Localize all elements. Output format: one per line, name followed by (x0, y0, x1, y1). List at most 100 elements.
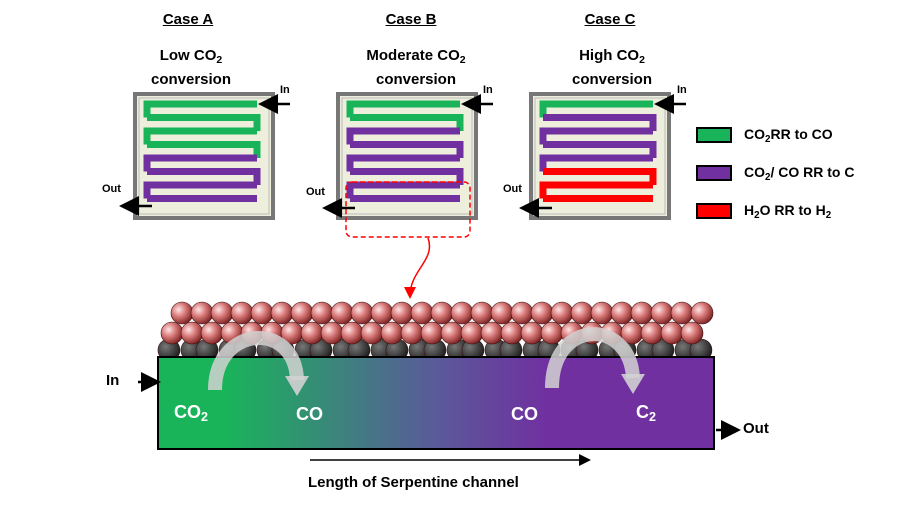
serpentine-segment (147, 141, 261, 158)
case-a-out-label: Out (102, 183, 121, 195)
serpentine-segment (543, 168, 657, 185)
serpentine-segment (143, 100, 257, 118)
catalyst-particle (160, 321, 184, 345)
catalyst-particle (640, 321, 664, 345)
catalyst-particle (320, 321, 344, 345)
catalyst-particle (170, 301, 194, 325)
plate-case-a (133, 92, 275, 220)
catalyst-particle (530, 301, 554, 325)
serpentine-segment (346, 127, 460, 145)
case-c-in-label: In (677, 84, 687, 96)
catalyst-particle (520, 321, 544, 345)
catalyst-particle (500, 321, 524, 345)
catalyst-particle (340, 321, 364, 345)
catalyst-particle (230, 301, 254, 325)
serpentine-segment (143, 181, 257, 199)
case-b-title: Case B (385, 11, 437, 28)
catalyst-particle (490, 301, 514, 325)
catalyst-particle (660, 321, 684, 345)
zoom-highlight-box (345, 181, 471, 238)
catalyst-particle (290, 301, 314, 325)
reaction-arrow-right (545, 327, 640, 389)
catalyst-particle (370, 301, 394, 325)
serpentine-segment (539, 181, 653, 199)
catalyst-particle (300, 321, 324, 345)
catalyst-particle (650, 301, 674, 325)
zoom-pointer-arrow (404, 237, 431, 299)
serpentine-segment (350, 168, 464, 185)
legend-label-co2rr-to-co: CO2 RR to CO (744, 126, 833, 145)
catalyst-particle (450, 301, 474, 325)
catalyst-particle (590, 301, 614, 325)
catalyst-particle (540, 321, 564, 345)
legend-label-co2-co-rr-to-c: CO2 / CO RR to C (744, 164, 855, 183)
reaction-arrow-left (208, 330, 304, 391)
catalyst-particle (670, 301, 694, 325)
serpentine-segment (143, 127, 257, 145)
catalyst-particles (157, 301, 714, 362)
catalyst-particle (210, 301, 234, 325)
catalyst-particle (460, 321, 484, 345)
serpentine-segment (147, 168, 261, 185)
catalyst-particle (630, 301, 654, 325)
serpentine-segment (147, 114, 261, 131)
legend-swatch-green (696, 127, 732, 143)
serpentine-segment (539, 127, 653, 145)
catalyst-particle (430, 301, 454, 325)
channel-out-label: Out (743, 420, 769, 437)
catalyst-particle (680, 321, 704, 345)
species-co-left: CO (296, 404, 323, 424)
case-c-title: Case C (584, 11, 636, 28)
plate-case-b (336, 92, 478, 220)
serpentine-segment (346, 100, 460, 118)
catalyst-particle (180, 321, 204, 345)
case-b-in-label: In (483, 84, 493, 96)
catalyst-particle (690, 301, 714, 325)
serpentine-segment (346, 154, 460, 172)
serpentine-segment (143, 154, 257, 172)
case-a-in-label: In (280, 84, 290, 96)
catalyst-particle (480, 321, 504, 345)
species-c2: C2 (636, 402, 657, 424)
catalyst-particle (330, 301, 354, 325)
catalyst-particle (610, 301, 634, 325)
legend-swatch-purple (696, 165, 732, 181)
serpentine-segment (539, 154, 653, 172)
catalyst-particle (550, 301, 574, 325)
legend-swatch-red (696, 203, 732, 219)
catalyst-particle (190, 301, 214, 325)
case-a-title: Case A (162, 11, 214, 28)
catalyst-particle (400, 321, 424, 345)
catalyst-particle (510, 301, 534, 325)
plate-case-c (529, 92, 671, 220)
catalyst-particle (470, 301, 494, 325)
catalyst-particle (390, 301, 414, 325)
case-b-out-label: Out (306, 186, 325, 198)
catalyst-particle (360, 321, 384, 345)
catalyst-particle (570, 301, 594, 325)
catalyst-particle (380, 321, 404, 345)
serpentine-segment (539, 100, 653, 118)
case-c-out-label: Out (503, 183, 522, 195)
channel-in-label: In (106, 372, 120, 389)
serpentine-segment (543, 141, 657, 158)
catalyst-particle (270, 301, 294, 325)
catalyst-particle (350, 301, 374, 325)
catalyst-particle (310, 301, 334, 325)
catalyst-particle (440, 321, 464, 345)
legend-label-h2o-rr-to-h2: H2O RR to H2 (744, 202, 832, 221)
serpentine-segment (543, 114, 657, 131)
case-arrows (119, 94, 686, 218)
serpentine-segment (346, 181, 460, 199)
species-co-right: CO (511, 404, 538, 424)
length-axis-label: Length of Serpentine channel (308, 474, 519, 491)
catalyst-particle (200, 321, 224, 345)
species-co2: CO2 (174, 402, 209, 424)
catalyst-particle (420, 321, 444, 345)
catalyst-particle (250, 301, 274, 325)
serpentine-segment (350, 141, 464, 158)
